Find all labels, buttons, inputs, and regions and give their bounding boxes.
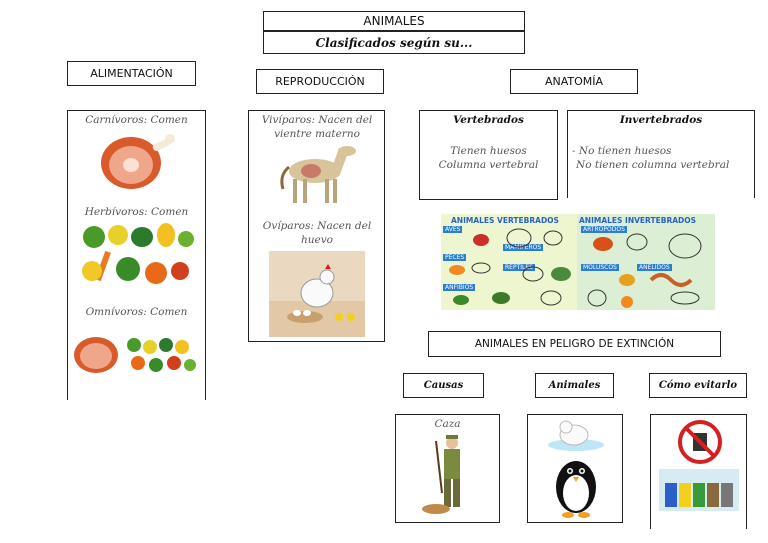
main-title: ANIMALES bbox=[263, 11, 525, 31]
como-evitarlo-label: Cómo evitarlo bbox=[649, 373, 747, 398]
causas-panel: Caza bbox=[395, 414, 500, 523]
vertebrados-title: Vertebrados bbox=[453, 114, 524, 126]
poster-tag-reptiles: REPTILES bbox=[503, 264, 535, 271]
invertebrados-line-1: - No tienen huesos bbox=[572, 145, 672, 157]
subtitle: Clasificados según su... bbox=[263, 31, 525, 54]
vertebrados-line-2: Columna vertebral bbox=[438, 159, 539, 171]
causas-label: Causas bbox=[403, 373, 484, 398]
polar-bear-penguin-image bbox=[548, 420, 604, 518]
vertebrados-line-1: Tienen huesos bbox=[450, 145, 527, 157]
mixed-food-image bbox=[74, 337, 196, 373]
carnivoros-label: Carnívoros: Comen bbox=[85, 114, 188, 126]
poster-tag-anelidos: ANÉLIDOS bbox=[637, 264, 672, 271]
poster-tag-artropodos: ARTRÓPODOS bbox=[581, 226, 627, 233]
hunter-image bbox=[422, 435, 460, 514]
poster-animals-drawing bbox=[449, 228, 702, 308]
hen-image bbox=[269, 251, 365, 337]
no-littering-icon bbox=[678, 420, 722, 464]
horse-image bbox=[280, 146, 356, 203]
omnivoros-label: Omnívoros: Comen bbox=[85, 306, 188, 318]
vertebrados-box: Vertebrados Tienen huesos Columna verteb… bbox=[419, 110, 558, 200]
oviparos-label: Ovíparos: Nacen del huevo bbox=[262, 220, 372, 246]
animales-panel bbox=[527, 414, 623, 523]
reproduccion-panel: Vivíparos: Nacen del vientre materno Oví… bbox=[248, 110, 385, 342]
category-alimentacion: ALIMENTACIÓN bbox=[67, 61, 196, 86]
poster-title-right: ANIMALES INVERTEBRADOS bbox=[579, 216, 697, 225]
poster-tag-aves: AVES bbox=[443, 226, 463, 233]
caza-label: Caza bbox=[434, 418, 461, 430]
vegetables-image bbox=[82, 223, 194, 284]
extincion-title: ANIMALES EN PELIGRO DE EXTINCIÓN bbox=[428, 331, 721, 357]
poster-tag-mamiferos: MAMÍFEROS bbox=[503, 244, 544, 251]
como-evitarlo-panel bbox=[650, 414, 747, 529]
anatomia-poster: ANIMALES VERTEBRADOS ANIMALES INVERTEBRA… bbox=[441, 214, 715, 310]
category-anatomia: ANATOMÍA bbox=[510, 69, 638, 94]
invertebrados-line-2: No tienen columna vertebral bbox=[576, 159, 730, 171]
animales-label: Animales bbox=[535, 373, 614, 398]
alimentacion-panel: Carnívoros: Comen Herbívoros: Comen Omní… bbox=[67, 110, 206, 400]
invertebrados-box: Invertebrados - No tienen huesos No tien… bbox=[567, 110, 755, 198]
poster-tag-anfibios: ANFIBIOS bbox=[443, 284, 476, 291]
invertebrados-title: Invertebrados bbox=[619, 114, 703, 126]
poster-tag-moluscos: MOLUSCOS bbox=[581, 264, 619, 271]
recycling-bins-image bbox=[659, 469, 739, 511]
poster-title-left: ANIMALES VERTEBRADOS bbox=[451, 216, 559, 225]
ham-image bbox=[101, 134, 175, 189]
category-reproduccion: REPRODUCCIÓN bbox=[256, 69, 384, 94]
poster-left-bg bbox=[441, 214, 577, 310]
poster-tag-peces: PECES bbox=[443, 254, 467, 261]
viviparos-label: Vivíparos: Nacen del vientre materno bbox=[261, 114, 373, 140]
herbivoros-label: Herbívoros: Comen bbox=[84, 206, 189, 218]
